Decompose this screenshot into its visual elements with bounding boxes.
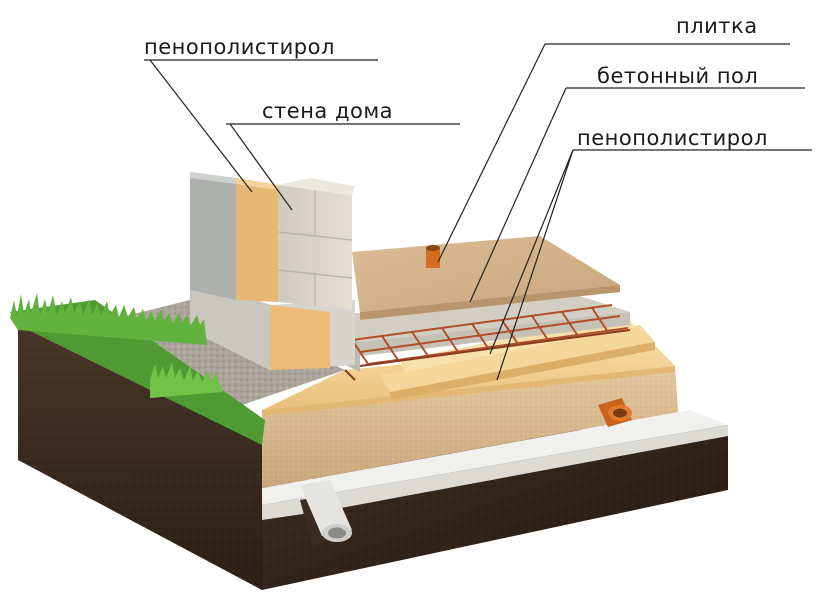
label-eps-floor: пенополистирол (577, 126, 768, 150)
sewer-pipe-orange (426, 245, 440, 268)
eps-wall-insulation (236, 178, 330, 370)
wall-side-block (190, 172, 236, 300)
label-eps-wall: пенополистирол (144, 35, 335, 59)
grass-strip (10, 293, 265, 445)
label-concrete-floor: бетонный пол (597, 64, 759, 88)
house-wall-blocks (277, 178, 355, 310)
leader-lines (144, 43, 812, 381)
label-tile: плитка (676, 14, 758, 38)
drain-pipe-orange (598, 398, 632, 427)
tile-floor (352, 236, 620, 320)
drain-pipe-white (300, 480, 352, 542)
rebar-mesh (344, 304, 631, 381)
label-house-wall: стена дома (262, 99, 394, 123)
sand-layer (262, 366, 678, 488)
